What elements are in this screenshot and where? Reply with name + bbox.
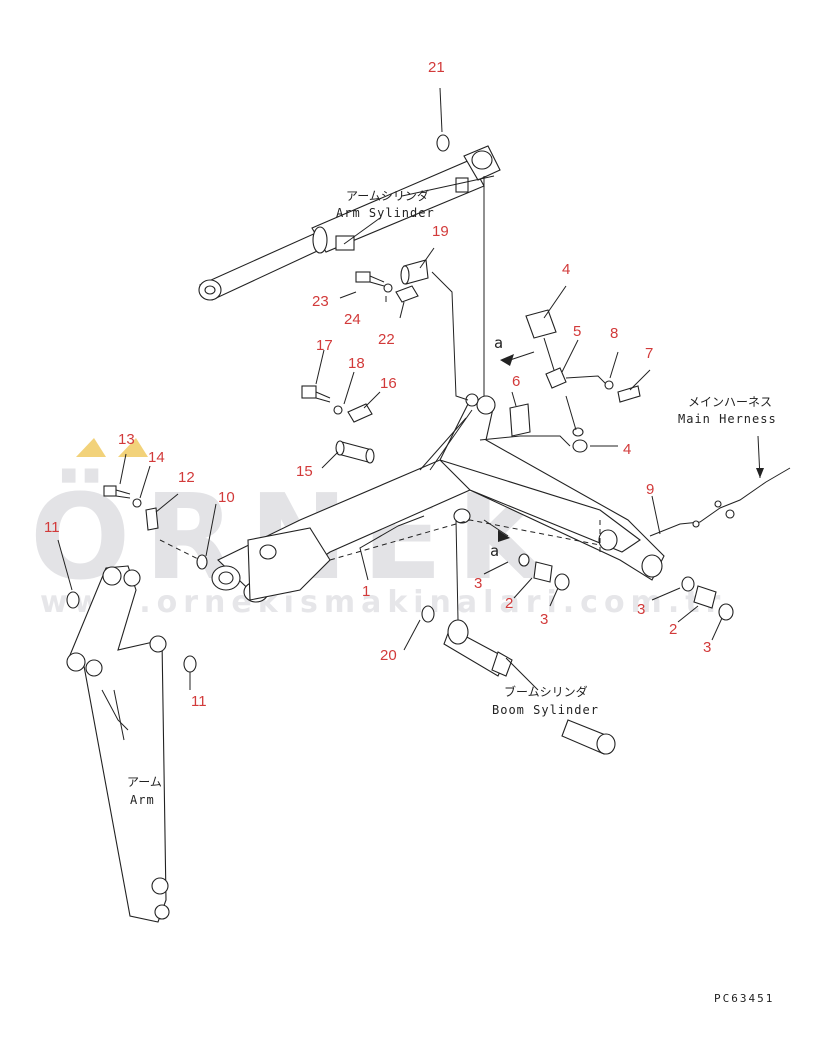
callout-21: 21 [428, 59, 445, 76]
callout-3-c: 3 [637, 601, 645, 618]
component-labels: アームシリンダ Arm Sylinder ブームシリンダ Boom Sylind… [127, 188, 777, 1005]
watermark-accent-right [118, 438, 148, 457]
drawing-code: PC63451 [714, 992, 774, 1005]
callout-3-a: 3 [474, 575, 482, 592]
callout-9: 9 [646, 481, 654, 498]
watermark-accent-left [76, 438, 106, 457]
callout-20: 20 [380, 647, 397, 664]
callout-14: 14 [148, 449, 165, 466]
callout-17: 17 [316, 337, 333, 354]
callouts: 21 19 4 5 8 7 23 24 22 17 18 16 6 4 13 1… [44, 59, 711, 710]
callout-19: 19 [432, 223, 449, 240]
arm-cylinder-drawing [198, 145, 501, 301]
small-parts [66, 134, 791, 673]
boom-cylinder-label-en: Boom Sylinder [492, 703, 599, 717]
callout-8: 8 [610, 325, 618, 342]
callout-13: 13 [118, 431, 135, 448]
callout-3-b: 3 [540, 611, 548, 628]
callout-5: 5 [573, 323, 581, 340]
arm-drawing [66, 565, 170, 923]
arm-cylinder-label-jp: アームシリンダ [346, 188, 429, 203]
arm-cylinder-label-en: Arm Sylinder [336, 206, 435, 220]
callout-11-left: 11 [44, 519, 60, 536]
view-a-marker-bottom: a [490, 542, 499, 560]
arm-label-jp: アーム [127, 775, 162, 789]
callout-4-top: 4 [562, 261, 570, 278]
main-harness-label-jp: メインハーネス [688, 395, 772, 409]
arm-label-en: Arm [130, 793, 155, 807]
callout-2-b: 2 [669, 621, 677, 638]
boom-drawing [211, 393, 665, 603]
callout-6: 6 [512, 373, 520, 390]
watermark-site: www.ornekismakinalari.com.tr [40, 585, 726, 620]
callout-15: 15 [296, 463, 313, 480]
callout-24: 24 [344, 311, 361, 328]
callout-2-a: 2 [505, 595, 513, 612]
callout-7: 7 [645, 345, 653, 362]
main-harness-label-en: Main Herness [678, 412, 777, 426]
leader-lines [57, 87, 764, 691]
callout-3-d: 3 [703, 639, 711, 656]
callout-12: 12 [178, 469, 195, 486]
view-a-marker-top: a [494, 334, 503, 352]
callout-18: 18 [348, 355, 365, 372]
callout-23: 23 [312, 293, 329, 310]
callout-10: 10 [218, 489, 235, 506]
callout-1: 1 [362, 583, 370, 600]
boom-cylinder-drawing [443, 619, 616, 755]
callout-11-right: 11 [191, 693, 207, 710]
callout-22: 22 [378, 331, 395, 348]
callout-16: 16 [380, 375, 397, 392]
callout-4-bottom: 4 [623, 441, 631, 458]
boom-cylinder-label-jp: ブームシリンダ [504, 684, 588, 699]
